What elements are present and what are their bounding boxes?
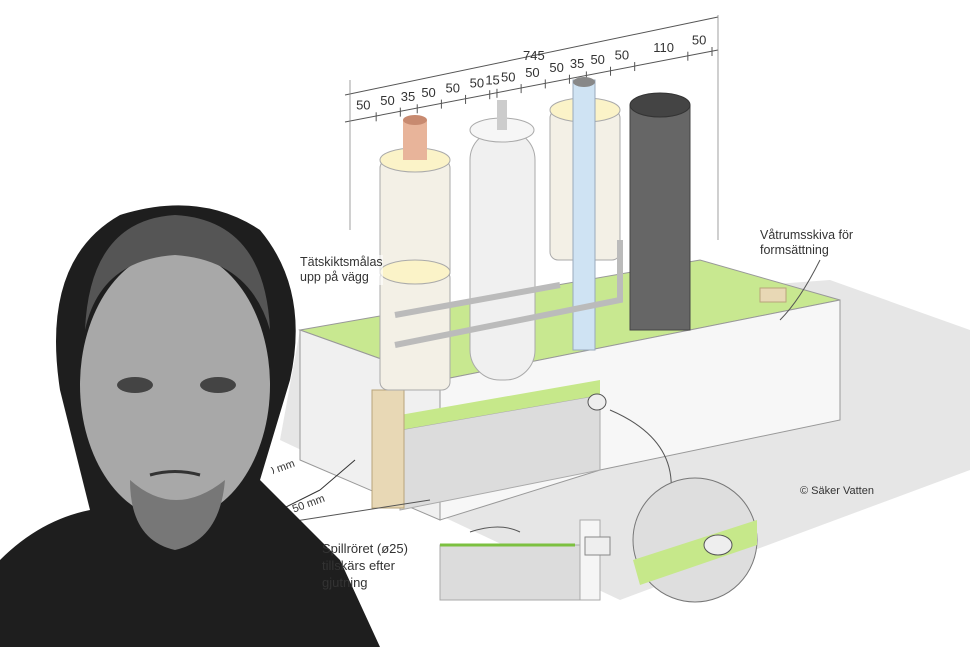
overflow-note-line1: Spillröret (ø25) xyxy=(322,541,408,556)
dimension-label: 15 xyxy=(485,73,499,88)
overflow-note-line2: tillskärs efter xyxy=(322,558,395,573)
dimension-label: 50 xyxy=(525,65,539,80)
copyright: © Säker Vatten xyxy=(800,485,874,497)
dimension-label: 50 xyxy=(470,76,484,91)
dimension-label: 110 xyxy=(653,40,674,55)
membrane-layer xyxy=(400,380,600,430)
part-dimension-line xyxy=(344,49,719,123)
pipe-3 xyxy=(549,77,621,351)
membrane-note-line2: upp på vägg xyxy=(300,270,369,284)
dimension-label: 50 xyxy=(590,52,604,67)
board-note-line1: Våtrumsskiva för xyxy=(760,228,854,242)
total-dimension-line xyxy=(344,16,719,96)
overflow-note: Spillröret (ø25) tillskärs efter gjutnin… xyxy=(322,540,408,591)
dimension-label: 50 xyxy=(421,85,435,100)
wood-batten xyxy=(371,389,405,509)
dimension-label: 50 xyxy=(501,69,515,84)
overflow-note-line3: gjutning xyxy=(322,575,368,590)
dimension-label: 50 xyxy=(549,60,563,75)
dimension-label: 50 xyxy=(356,98,370,113)
pipe-2 xyxy=(469,100,536,381)
dimension-label: 50 xyxy=(692,32,706,47)
dimension-label: 35 xyxy=(570,56,584,71)
dimension-label: 50 xyxy=(445,80,459,95)
membrane-note: Tätskiktsmålas upp på vägg xyxy=(300,255,383,285)
total-dimension: 745 xyxy=(523,48,545,63)
overflow-pipe xyxy=(587,393,607,411)
pipe-4-sewer xyxy=(629,92,691,331)
dimension-label: 35 xyxy=(401,89,415,104)
dimension-label: 50 xyxy=(380,93,394,108)
connection-pipes xyxy=(394,240,623,348)
wood-batten xyxy=(759,287,787,303)
portrait-photo xyxy=(0,205,380,647)
board-note: Våtrumsskiva för formsättning xyxy=(760,228,853,258)
section-detail xyxy=(439,544,581,601)
pipe-1 xyxy=(379,115,451,391)
dimension-label: 50 xyxy=(615,47,629,62)
membrane-note-line1: Tätskiktsmålas xyxy=(300,255,383,269)
board-note-line2: formsättning xyxy=(760,243,829,257)
